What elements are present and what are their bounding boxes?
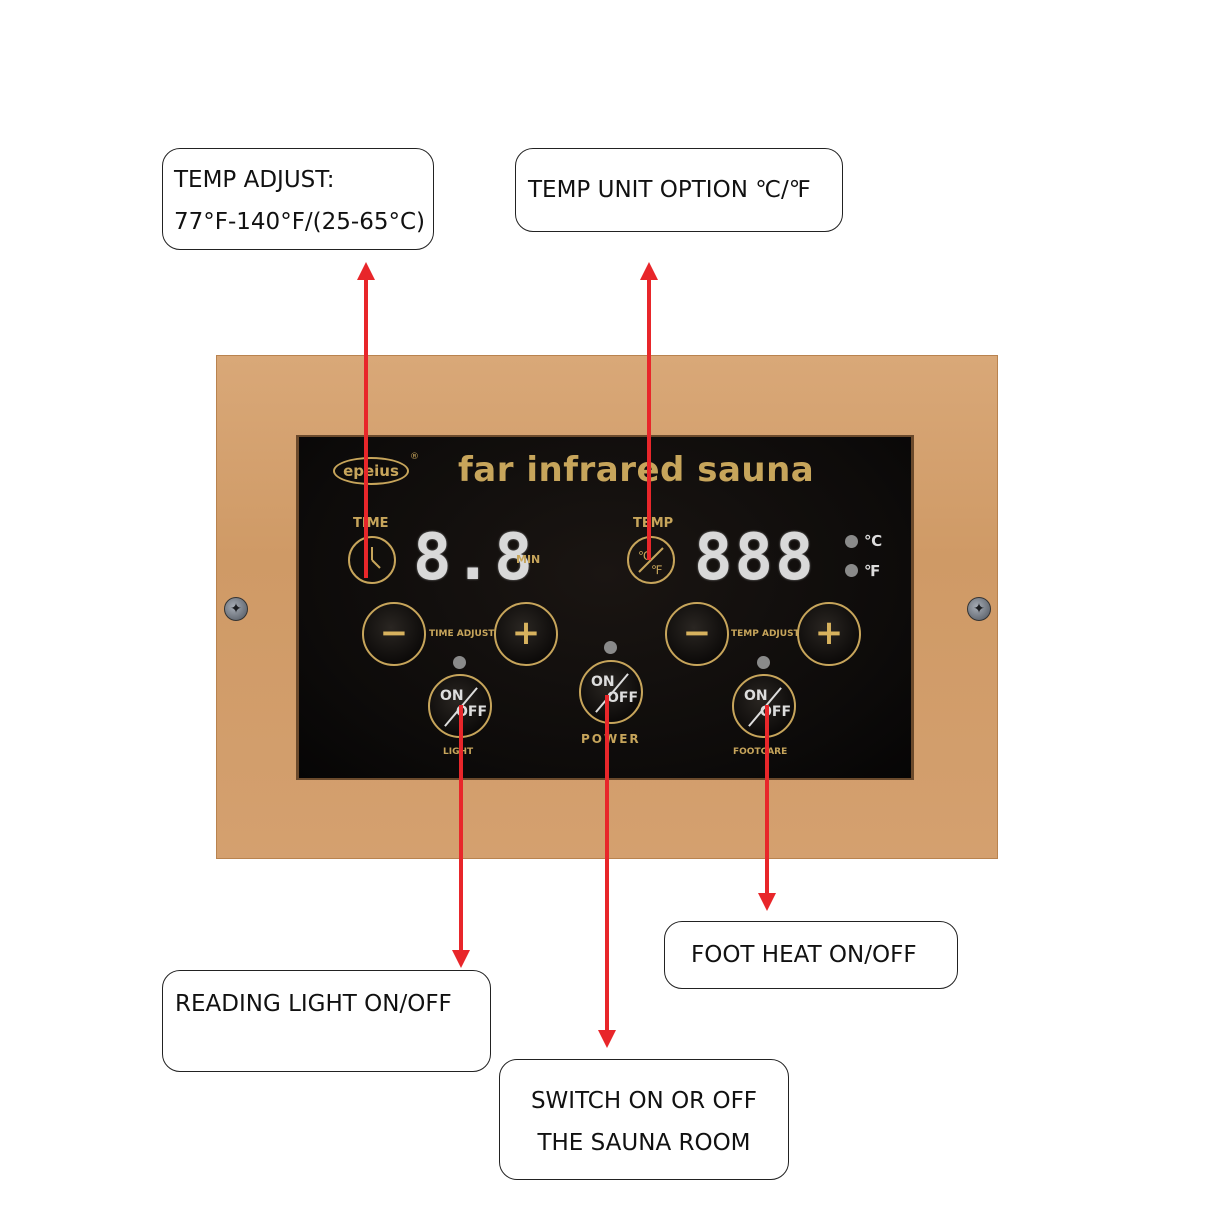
callout-temp-adjust-range: 77°F-140°F/(25-65°C) <box>174 209 426 235</box>
temp-label: TEMP <box>633 516 674 531</box>
time-plus-button[interactable]: + <box>494 602 558 666</box>
time-display: 8.8 <box>413 521 535 595</box>
plus-icon: + <box>814 613 844 653</box>
minus-icon: − <box>682 613 712 653</box>
light-indicator <box>453 656 466 669</box>
power-label: POWER <box>581 732 641 746</box>
svg-text:℉: ℉ <box>651 563 662 577</box>
footcare-label: FOOTCARE <box>733 747 788 757</box>
arrow-head-power <box>598 1030 616 1048</box>
clock-icon <box>348 536 396 584</box>
footcare-indicator <box>757 656 770 669</box>
on-text: ON <box>591 674 615 690</box>
footcare-onoff-button[interactable]: ON OFF <box>732 674 796 738</box>
temp-minus-button[interactable]: − <box>665 602 729 666</box>
callout-reading-light-text: READING LIGHT ON/OFF <box>175 991 452 1017</box>
callout-reading-light: READING LIGHT ON/OFF <box>162 970 491 1072</box>
screw-icon <box>224 597 248 621</box>
arrow-head-foot-heat <box>758 893 776 911</box>
callout-power: SWITCH ON OR OFF THE SAUNA ROOM <box>499 1059 789 1180</box>
off-text: OFF <box>607 690 639 706</box>
callout-foot-heat: FOOT HEAT ON/OFF <box>664 921 958 989</box>
off-text: OFF <box>456 704 488 720</box>
on-text: ON <box>440 688 464 704</box>
callout-foot-heat-text: FOOT HEAT ON/OFF <box>691 942 917 968</box>
callout-power-line2: THE SAUNA ROOM <box>537 1130 751 1156</box>
callout-temp-unit-text: TEMP UNIT OPTION ℃/℉ <box>528 177 811 203</box>
arrow-head-temp-adjust <box>357 262 375 280</box>
brand-logo: epeius <box>333 457 409 485</box>
fahrenheit-indicator <box>845 564 858 577</box>
temp-adjust-label: TEMP ADJUST <box>731 629 800 639</box>
arrow-head-temp-unit <box>640 262 658 280</box>
time-unit-label: MIN <box>516 553 541 566</box>
fahrenheit-label: ℉ <box>864 562 881 580</box>
light-label: LIGHT <box>443 747 474 757</box>
power-onoff-button[interactable]: ON OFF <box>579 660 643 724</box>
time-label: TIME <box>353 516 389 531</box>
time-minus-button[interactable]: − <box>362 602 426 666</box>
temp-display: 888 <box>694 521 816 595</box>
plus-icon: + <box>511 613 541 653</box>
brand-registered-mark: ® <box>410 452 419 462</box>
screw-icon <box>967 597 991 621</box>
temp-plus-button[interactable]: + <box>797 602 861 666</box>
celsius-indicator <box>845 535 858 548</box>
callout-temp-adjust: TEMP ADJUST: 77°F-140°F/(25-65°C) <box>162 148 434 250</box>
callout-power-line1: SWITCH ON OR OFF <box>530 1088 758 1114</box>
minus-icon: − <box>379 613 409 653</box>
power-indicator <box>604 641 617 654</box>
panel-title: far infrared sauna <box>458 450 815 490</box>
celsius-label: ℃ <box>864 532 883 550</box>
callout-temp-adjust-title: TEMP ADJUST: <box>174 167 335 193</box>
time-adjust-label: TIME ADJUST <box>429 629 495 639</box>
on-text: ON <box>744 688 768 704</box>
arrow-head-reading-light <box>452 950 470 968</box>
callout-temp-unit: TEMP UNIT OPTION ℃/℉ <box>515 148 843 232</box>
